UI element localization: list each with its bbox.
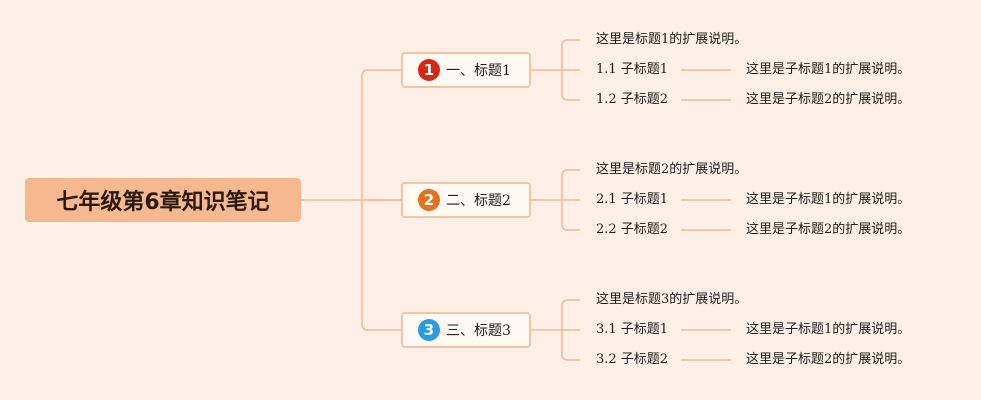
topic-label: 三、标题3 [446, 323, 511, 339]
subtopic-label: 3.2 子标题2 [596, 352, 669, 367]
subtopic-note: 这里是子标题2的扩展说明。 [746, 92, 911, 107]
subtopic-label: 1.1 子标题1 [596, 62, 669, 77]
subtopic-note: 这里是子标题1的扩展说明。 [746, 62, 911, 77]
topic-note: 这里是标题2的扩展说明。 [596, 162, 748, 177]
subtopic-branch [561, 39, 580, 101]
topic-note: 这里是标题1的扩展说明。 [596, 32, 748, 47]
topic-label: 二、标题2 [446, 193, 511, 209]
topic-node[interactable]: 1 一、标题1 [401, 52, 531, 88]
subtopic-label: 3.1 子标题1 [596, 322, 669, 337]
topic-node[interactable]: 3 三、标题3 [401, 312, 531, 348]
number-badge-icon: 3 [418, 319, 440, 341]
topic-node[interactable]: 2 二、标题2 [401, 182, 531, 218]
topic-label: 一、标题1 [446, 63, 511, 79]
subtopic-label: 1.2 子标题2 [596, 92, 669, 107]
subtopic-note: 这里是子标题1的扩展说明。 [746, 192, 911, 207]
subtopic-note: 这里是子标题2的扩展说明。 [746, 222, 911, 237]
number-badge-icon: 2 [418, 189, 440, 211]
subtopic-note: 这里是子标题2的扩展说明。 [746, 352, 911, 367]
subtopic-note: 这里是子标题1的扩展说明。 [746, 322, 911, 337]
subtopic-label: 2.1 子标题1 [596, 192, 669, 207]
number-badge-icon: 1 [418, 59, 440, 81]
topic-note: 这里是标题3的扩展说明。 [596, 292, 748, 307]
root-title: 七年级第6章知识笔记 [56, 190, 270, 215]
trunk-connector [361, 69, 369, 331]
root-topic[interactable]: 七年级第6章知识笔记 [25, 178, 301, 222]
subtopic-branch [561, 169, 580, 231]
subtopic-label: 2.2 子标题2 [596, 222, 669, 237]
subtopic-branch [561, 299, 580, 361]
